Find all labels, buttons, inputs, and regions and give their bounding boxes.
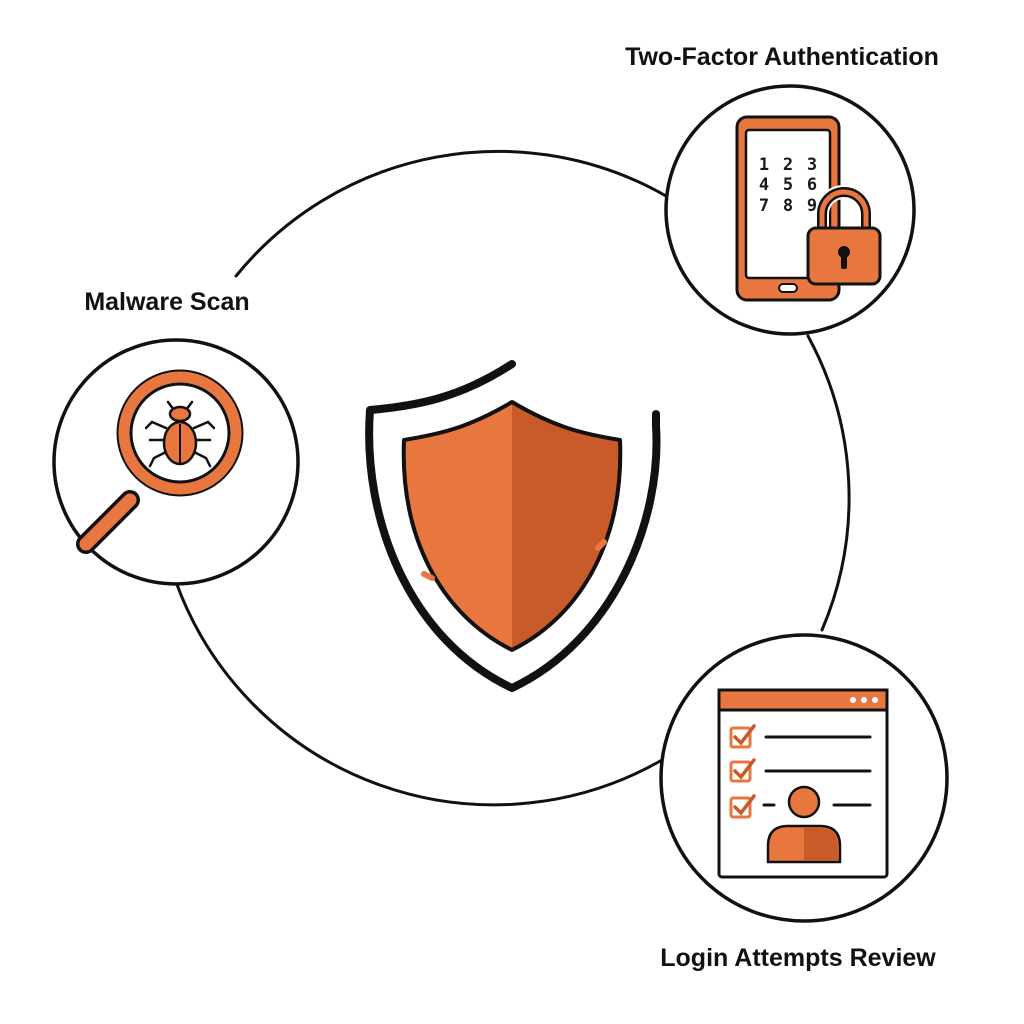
- magnifier-handle-fill: [79, 493, 137, 551]
- node-login-review: Login Attempts Review: [659, 633, 949, 972]
- malware-scan-label: Malware Scan: [84, 288, 249, 316]
- checkbox: [729, 760, 752, 783]
- keypad-digit: 7: [759, 196, 769, 216]
- shield-fill-right: [512, 402, 621, 650]
- padlock-icon: [806, 185, 882, 286]
- padlock-shackle-inner: [819, 189, 869, 234]
- keypad-digit: 5: [783, 175, 793, 195]
- keypad-digit: 2: [783, 155, 793, 175]
- keypad-digit: 9: [807, 196, 817, 216]
- window-dot: [861, 697, 867, 703]
- magnifier-bug-icon: [76, 369, 244, 554]
- shield-inner-highlight: [421, 539, 607, 581]
- user-avatar-icon: [766, 785, 842, 864]
- phone-padlock-icon: 1 2 3 4 5 6 7 8 9: [735, 115, 882, 302]
- two-factor-label: Two-Factor Authentication: [625, 43, 939, 71]
- keypad: 1 2 3 4 5 6 7 8 9: [759, 155, 817, 216]
- shield-fill-left: [403, 402, 512, 650]
- ring-arc-bottom: [174, 580, 664, 807]
- shield-outer-outline: [365, 360, 661, 692]
- checkmark-icon: [733, 758, 756, 780]
- avatar-body-shade: [804, 828, 838, 860]
- node-malware-scan: Malware Scan: [52, 288, 300, 586]
- padlock-keyhole-slot: [841, 254, 847, 269]
- bug-head: [168, 405, 192, 423]
- keypad-digit: 6: [807, 175, 817, 195]
- checkbox: [729, 726, 752, 749]
- node-two-factor: Two-Factor Authentication 1 2 3 4 5 6 7 …: [625, 43, 939, 336]
- keypad-digit: 1: [759, 155, 769, 175]
- cycle-ring: [174, 149, 851, 807]
- magnifier-ring: [118, 371, 242, 495]
- checkmark-icon: [733, 724, 756, 746]
- padlock-keyhole: [838, 246, 850, 258]
- keypad-digit: 8: [783, 196, 793, 216]
- shield-inner-outline: [401, 400, 623, 652]
- checkmark-icon: [733, 794, 756, 816]
- checklist: [729, 724, 872, 819]
- checkbox: [729, 796, 752, 819]
- ring-arc-top: [234, 149, 668, 278]
- avatar-head: [787, 785, 821, 819]
- ring-arc-right: [806, 334, 851, 632]
- login-review-label: Login Attempts Review: [660, 944, 936, 972]
- bug-icon: [144, 400, 216, 468]
- keypad-digit: 4: [759, 175, 769, 195]
- window-dot: [872, 697, 878, 703]
- keypad-digit: 3: [807, 155, 817, 175]
- phone-home-button: [778, 283, 798, 293]
- login-window-icon: [717, 688, 889, 879]
- shield-icon: [365, 360, 661, 692]
- window-dot: [850, 697, 856, 703]
- window-titlebar: [717, 688, 889, 712]
